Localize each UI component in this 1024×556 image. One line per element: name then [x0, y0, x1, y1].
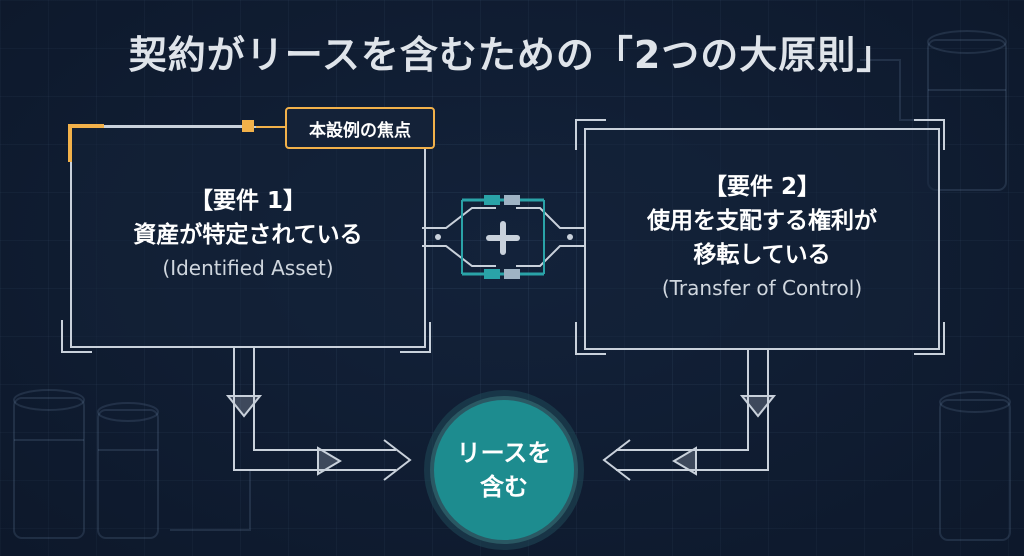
- result-circle: リースを 含む: [430, 396, 578, 544]
- requirement-2-english: (Transfer of Control): [661, 276, 863, 300]
- result-line-2: 含む: [480, 473, 528, 501]
- arrow-requirement-1-to-result: [225, 346, 412, 481]
- plus-connector-node: [504, 195, 520, 205]
- requirement-2-text-line2: 移転している: [693, 242, 831, 268]
- plus-connector: [422, 198, 584, 276]
- page-title: 契約がリースを含むための「2つの大原則」: [128, 33, 896, 77]
- requirement-2-text-line1: 使用を支配する権利が: [647, 208, 877, 234]
- requirement-2-heading: 【要件 2】: [703, 174, 820, 200]
- result-line-1: リースを: [456, 439, 552, 467]
- plus-connector-node: [504, 269, 520, 279]
- plus-icon: [486, 221, 520, 255]
- requirement-2-box: 【要件 2】 使用を支配する権利が 移転している (Transfer of Co…: [584, 128, 940, 350]
- box-1-corner-brackets: [61, 119, 431, 353]
- requirement-1-content: 【要件 1】 資産が特定されている (Identified Asset): [72, 184, 424, 280]
- requirement-1-text: 資産が特定されている: [133, 222, 363, 248]
- requirement-1-english: (Identified Asset): [162, 256, 334, 280]
- plus-connector-node: [484, 269, 500, 279]
- plus-connector-node: [484, 195, 500, 205]
- focus-node-square: [242, 120, 254, 132]
- box-2-corner-brackets: [575, 119, 945, 355]
- focus-tag-label: 本設例の焦点: [285, 107, 435, 149]
- arrow-requirement-2-to-result: [602, 348, 777, 481]
- requirement-1-box: 【要件 1】 資産が特定されている (Identified Asset): [70, 126, 426, 348]
- plus-connector-node: [567, 234, 573, 240]
- focus-highlight-corner: [68, 124, 104, 162]
- requirement-2-content: 【要件 2】 使用を支配する権利が 移転している (Transfer of Co…: [586, 170, 938, 300]
- requirement-1-heading: 【要件 1】: [189, 188, 306, 214]
- plus-connector-node: [435, 234, 441, 240]
